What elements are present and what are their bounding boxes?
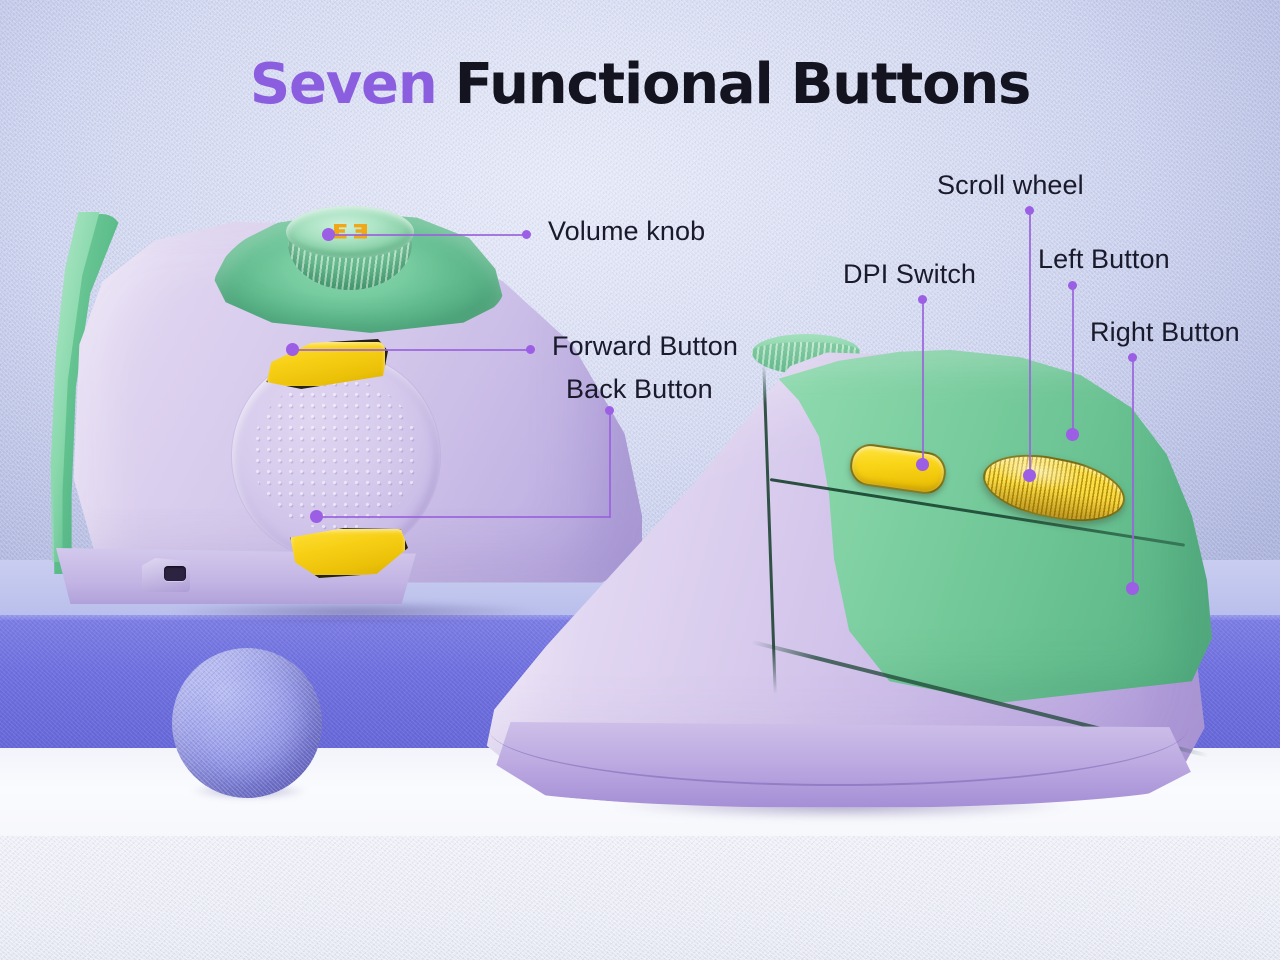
scroll-wheel-anchor-dot xyxy=(1023,469,1036,482)
back-button-leader-horizontal xyxy=(318,516,610,518)
right-button-label-dot xyxy=(1128,353,1137,362)
callout-label-back-button: Back Button xyxy=(566,374,713,404)
forward-button-anchor-dot xyxy=(286,343,299,356)
volume-knob-leader-line xyxy=(330,234,524,236)
title-rest: Functional Buttons xyxy=(436,52,1032,117)
dpi-switch-label-dot xyxy=(918,295,927,304)
charging-port xyxy=(164,566,186,581)
forward-button-label-dot xyxy=(526,345,535,354)
right-button-leader-line xyxy=(1132,359,1134,586)
chevron-right-icon xyxy=(354,224,367,239)
ledge-texture xyxy=(0,836,1280,960)
callout-label-scroll-wheel: Scroll wheel xyxy=(937,170,1084,200)
white-ledge-front xyxy=(0,836,1280,960)
volume-double-chevron-glyph xyxy=(286,218,414,244)
left-button-label-dot xyxy=(1068,281,1077,290)
callout-label-right-button: Right Button xyxy=(1090,317,1240,347)
back-button-anchor-dot xyxy=(310,510,323,523)
scroll-wheel-label-dot xyxy=(1025,206,1034,215)
vertical-mouse-front-right-view xyxy=(452,330,1212,830)
forward-button-leader-line xyxy=(294,349,528,351)
volume-knob-top-face[interactable] xyxy=(286,206,414,258)
chevron-left-icon xyxy=(333,223,347,239)
volume-knob-label-dot xyxy=(522,230,531,239)
back-button-leader-vertical xyxy=(609,412,611,518)
callout-label-forward-button: Forward Button xyxy=(552,331,738,361)
sphere-texture xyxy=(172,648,322,798)
scroll-wheel-leader-line xyxy=(1029,212,1031,473)
callout-label-volume-knob: Volume knob xyxy=(548,216,706,246)
decorative-sphere xyxy=(172,648,322,798)
left-button-anchor-dot xyxy=(1066,428,1079,441)
left-button-leader-line xyxy=(1072,287,1074,432)
back-button-label-dot xyxy=(605,406,614,415)
title-accent-word: Seven xyxy=(249,52,438,117)
volume-knob-anchor-dot xyxy=(322,228,335,241)
dpi-switch-leader-line xyxy=(922,301,924,462)
thumb-rest-dot-texture xyxy=(252,378,420,530)
right-button-anchor-dot xyxy=(1126,582,1139,595)
callout-label-left-button: Left Button xyxy=(1038,244,1170,274)
page-title: Seven Functional Buttons xyxy=(0,52,1280,117)
vertical-mouse-thumb-side-view xyxy=(36,196,656,628)
callout-label-dpi-switch: DPI Switch xyxy=(843,259,977,289)
right-mouse-base-edge-line xyxy=(488,728,1188,786)
dpi-switch-anchor-dot xyxy=(916,458,929,471)
